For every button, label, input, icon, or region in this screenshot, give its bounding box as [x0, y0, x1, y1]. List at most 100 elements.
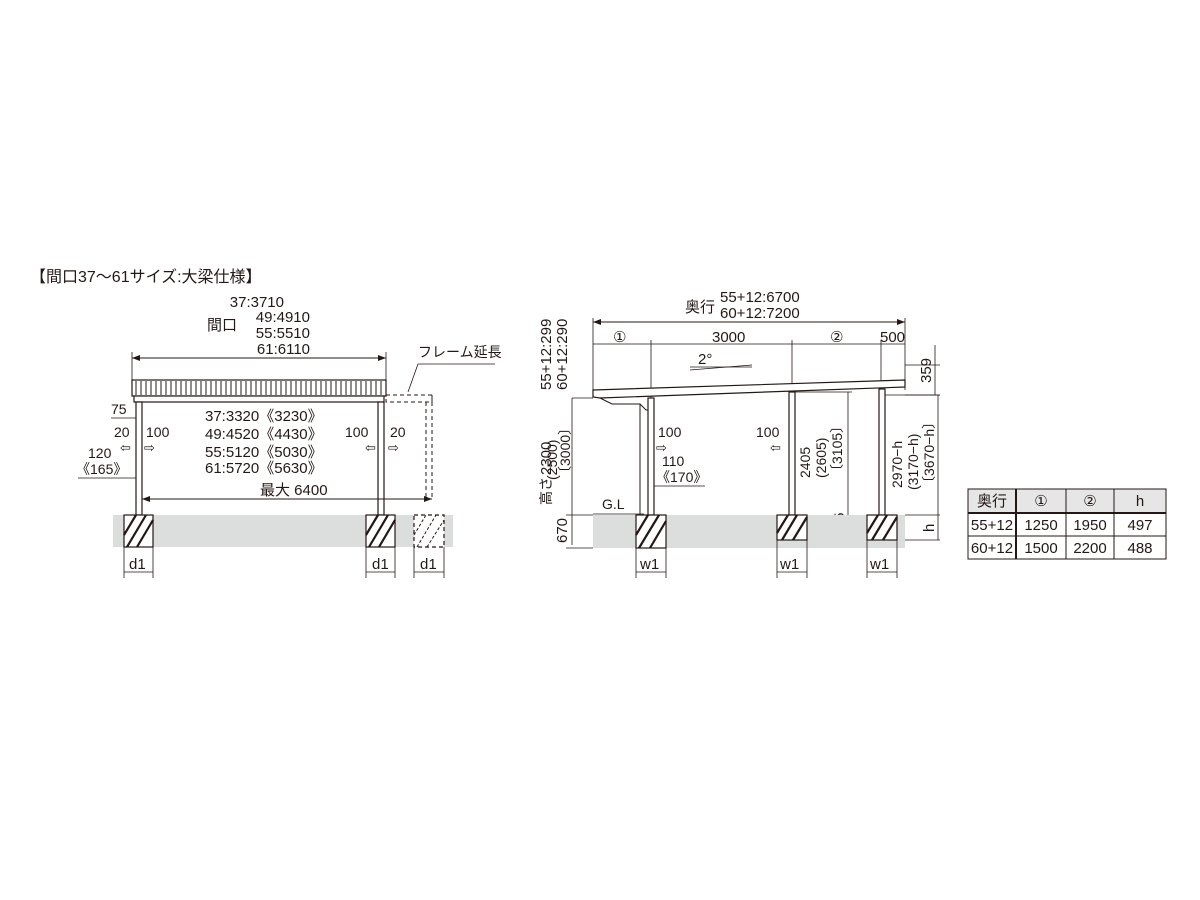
roof-ribs	[135, 381, 382, 395]
table-cell: 1950	[1073, 517, 1106, 534]
frontage-size-55: 55:5510	[256, 325, 310, 342]
foundation-extension	[413, 514, 445, 548]
dim-d1: d1	[420, 556, 437, 573]
dim-75: 75	[111, 401, 127, 417]
front-post	[647, 397, 655, 516]
dim-359: 359	[918, 358, 935, 383]
dim-100-left: 100	[146, 424, 170, 440]
foundation-hatch	[866, 514, 898, 541]
inner-span-61: 61:5720《5630》	[205, 460, 323, 477]
dim-w1: w1	[639, 556, 659, 573]
slope-line	[689, 364, 753, 371]
table-cell: 497	[1127, 517, 1152, 534]
arrow-right-symbol: ⇨	[388, 440, 399, 455]
span-3000: 3000	[712, 329, 745, 346]
table-header-h: h	[1136, 493, 1144, 510]
leader-line	[407, 363, 419, 393]
height-dim-2500: (2500)	[544, 440, 560, 480]
front-view: 【間口37〜61サイズ:大梁仕様】 37:3710 間口 49:4910 55:…	[30, 268, 502, 578]
dim-w1: w1	[869, 556, 889, 573]
dim-165: 《165》	[76, 461, 127, 477]
foundation-middle	[776, 514, 808, 541]
depth-size-55: 55+12:6700	[720, 289, 800, 306]
dim-100-front: 100	[658, 424, 682, 440]
dim-120: 120	[88, 445, 112, 461]
dim-h: h	[921, 524, 938, 532]
dim-20-left: 20	[114, 424, 130, 440]
dim-110: 110	[662, 453, 685, 469]
foundation-front	[635, 514, 667, 549]
table-header-2: ②	[1083, 493, 1096, 510]
frame-extension-label: フレーム延長	[418, 344, 502, 360]
table-header-1: ①	[1034, 493, 1047, 510]
span-marker-1: ①	[613, 329, 626, 346]
rear-post-dim-b: (3170−h)	[905, 434, 921, 490]
arrow-head	[142, 496, 150, 502]
arrow-left-symbol: ⇦	[365, 440, 376, 455]
arrow-head	[378, 355, 386, 361]
dim-20-right: 20	[390, 424, 406, 440]
roof-dim-60: 60+12:290	[554, 319, 571, 390]
front-view-title: 【間口37〜61サイズ:大梁仕様】	[30, 268, 262, 286]
roof-beam	[133, 395, 385, 403]
rear-post-dim-a: 2970−h	[889, 441, 905, 488]
arrow-head	[897, 319, 905, 325]
table-header-row	[967, 488, 1167, 514]
foundation-hatch	[635, 514, 667, 549]
height-dim-3000: 〔3000〕	[557, 421, 573, 480]
depth-size-60: 60+12:7200	[720, 305, 800, 322]
foundation-hatch	[123, 514, 154, 548]
dim-100-right: 100	[345, 424, 369, 440]
foundation-hatch	[413, 514, 445, 548]
mid-post-dim-2405: 2405	[797, 447, 813, 478]
table-cell: 1250	[1024, 517, 1057, 534]
frontage-size-61: 61:6110	[257, 341, 310, 358]
frontage-label: 間口	[207, 317, 237, 334]
middle-post	[788, 391, 796, 516]
arrow-right-symbol: ⇨	[656, 440, 667, 455]
size-table: 奥行 ① ② h 55+12 1250 1950 497 60+12 1500 …	[967, 488, 1167, 560]
table-cell: 2200	[1073, 540, 1106, 557]
side-roof-beam	[592, 379, 906, 399]
inner-span-49: 49:4520《4430》	[205, 426, 323, 443]
ground	[113, 515, 453, 547]
foundation-hatch	[365, 514, 396, 548]
arrow-head	[132, 355, 140, 361]
dim-170: 《170》	[656, 469, 707, 485]
dim-670: 670	[554, 518, 571, 543]
arrow-left-symbol: ⇦	[120, 440, 131, 455]
foundation-hatch	[776, 514, 808, 541]
rear-post	[878, 388, 886, 516]
inner-span-55: 55:5120《5030》	[205, 444, 323, 461]
dim-100-middle: 100	[756, 424, 780, 440]
arrow-left-symbol: ⇦	[770, 440, 781, 455]
rear-post-dim-c: 〔3670−h〕	[921, 415, 937, 490]
roof-panel	[131, 379, 387, 397]
side-view: 奥行 55+12:6700 60+12:7200 ① 3000 ② 500 2°…	[538, 289, 940, 578]
table-cell: 1500	[1024, 540, 1057, 557]
max-width-label: 最大 6400	[260, 482, 328, 499]
height-label: 高さ	[538, 477, 554, 505]
dim-d1: d1	[129, 556, 146, 573]
arrow-right-symbol: ⇨	[144, 440, 155, 455]
table-header-depth: 奥行	[977, 493, 1007, 510]
roof-dim-55: 55+12:299	[538, 319, 555, 390]
inner-span-37: 37:3320《3230》	[205, 408, 323, 425]
frame-extension-beam	[385, 394, 433, 403]
right-post	[377, 401, 385, 516]
mid-post-dim-2605: (2605)	[813, 438, 829, 478]
table-cell: 55+12	[971, 517, 1013, 534]
frontage-size-49: 49:4910	[256, 309, 310, 326]
foundation-right	[365, 514, 396, 548]
mid-post-dim-3105: 〔3105〕	[829, 419, 845, 478]
front-gutter	[599, 397, 651, 411]
arrow-head	[424, 496, 432, 502]
ground-level-label: G.L	[602, 496, 625, 512]
table-cell: 60+12	[971, 540, 1013, 557]
span-marker-2: ②	[830, 329, 843, 346]
arrow-head	[593, 319, 601, 325]
height-dim-2300: 2300	[538, 442, 555, 475]
left-post	[135, 401, 143, 516]
dim-w1: w1	[779, 556, 799, 573]
